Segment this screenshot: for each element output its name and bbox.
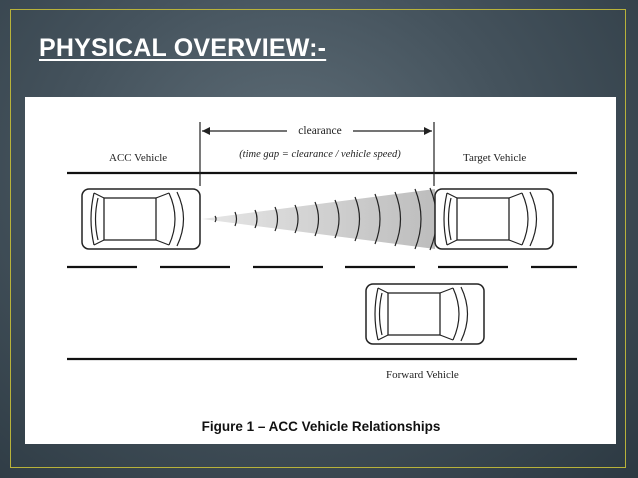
figure-panel: clearance (time gap = clearance / vehicl… xyxy=(25,97,616,444)
acc-vehicle-label: ACC Vehicle xyxy=(109,152,167,164)
acc-diagram: clearance (time gap = clearance / vehicl… xyxy=(67,122,577,434)
clearance-arrow xyxy=(202,127,432,135)
time-gap-formula: (time gap = clearance / vehicle speed) xyxy=(239,149,401,160)
forward-vehicle-label: Forward Vehicle xyxy=(386,369,459,381)
radar-beam xyxy=(202,187,438,251)
figure-caption: Figure 1 – ACC Vehicle Relationships xyxy=(202,419,441,434)
target-vehicle-label: Target Vehicle xyxy=(463,152,526,164)
forward-vehicle xyxy=(365,283,485,345)
clearance-label: clearance xyxy=(298,125,341,137)
slide-border xyxy=(10,9,626,468)
slide-title: PHYSICAL OVERVIEW:- xyxy=(39,34,327,62)
acc-vehicle xyxy=(81,188,201,250)
target-vehicle xyxy=(434,188,554,250)
